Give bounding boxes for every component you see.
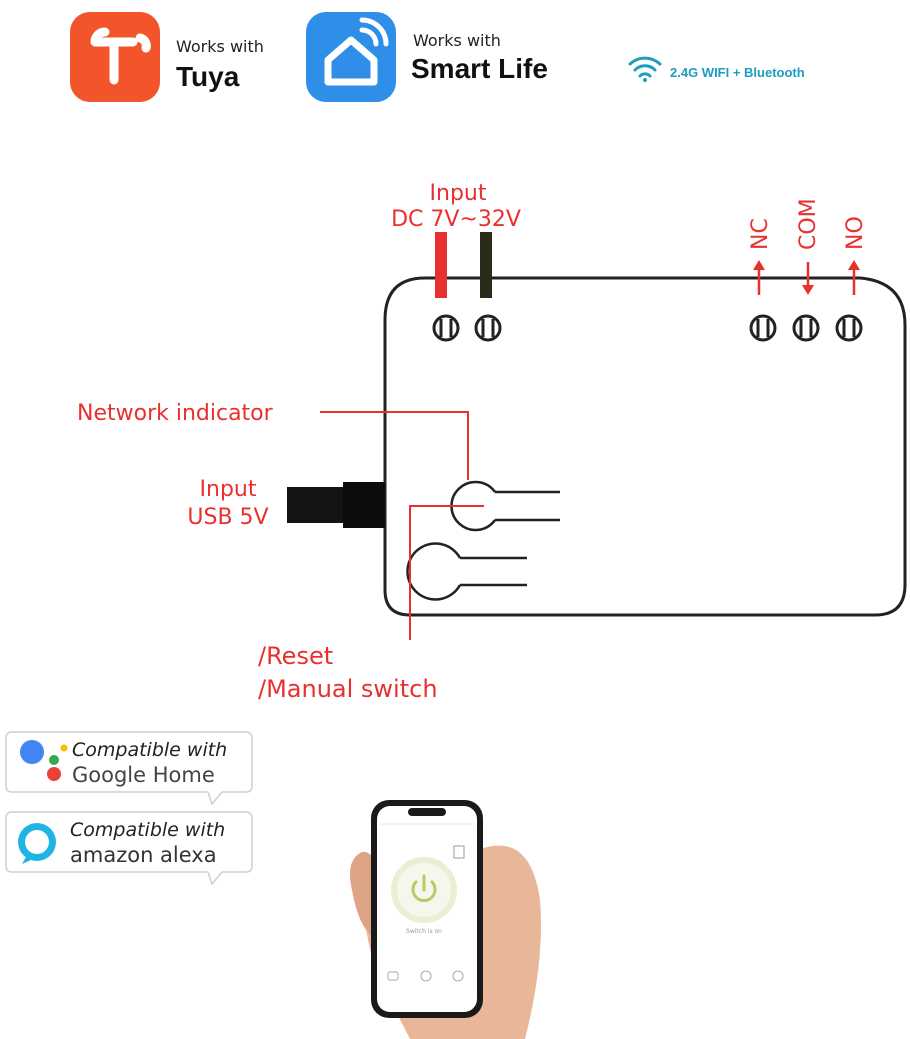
input-dc-voltage: DC 7V~32V — [391, 207, 521, 232]
arrow-down-icon — [802, 262, 814, 295]
smartlife-name: Smart Life — [411, 53, 548, 84]
alexa-name: amazon alexa — [70, 843, 217, 867]
reset-leader — [409, 505, 484, 640]
hand-holding-phone: Switch is on — [349, 800, 541, 1039]
smartlife-logo-icon — [306, 12, 396, 102]
input-usb-label: Input — [200, 477, 257, 502]
phone-notch — [408, 808, 446, 816]
arrow-up-icon — [848, 260, 860, 295]
terminal-screw-icon — [474, 314, 502, 342]
relay-arrows — [753, 260, 860, 295]
wifi-badge: 2.4G WIFI + Bluetooth — [628, 56, 805, 82]
red-wire — [435, 232, 447, 298]
switch-status: Switch is on — [406, 928, 442, 935]
manual-switch-label: /Manual switch — [258, 675, 438, 703]
google-home-name: Google Home — [72, 763, 215, 787]
arrow-up-icon — [753, 260, 765, 295]
device-diagram: Input DC 7V~32V NC COM NO Network indica… — [77, 181, 907, 703]
terminal-screw-icon — [749, 314, 777, 342]
wifi-icon — [628, 56, 662, 82]
reset-key-icon — [406, 542, 527, 601]
terminal-screw-icon — [792, 314, 820, 342]
alexa-icon — [18, 823, 56, 864]
terminal-screws — [432, 314, 863, 342]
usb-cable — [287, 487, 347, 523]
wifi-bluetooth-label: 2.4G WIFI + Bluetooth — [670, 65, 805, 80]
tuya-name: Tuya — [176, 61, 240, 92]
network-indicator-leader — [320, 411, 469, 480]
com-label: COM — [796, 198, 821, 250]
input-dc-label: Input — [430, 181, 487, 206]
alexa-badge: Compatible with amazon alexa — [5, 811, 253, 886]
google-home-badge: Compatible with Google Home — [5, 731, 253, 806]
google-assistant-icon — [20, 740, 68, 781]
nav-timer-icon[interactable] — [452, 970, 464, 982]
power-icon — [411, 874, 437, 902]
reset-label: /Reset — [258, 642, 333, 670]
terminal-screw-icon — [835, 314, 863, 342]
schedule-icon[interactable] — [453, 845, 465, 859]
smartlife-works-with: Works with — [413, 31, 501, 50]
alexa-compatible-with: Compatible with — [70, 819, 225, 841]
phone-bottom-nav — [387, 970, 464, 982]
smartlife-badge: Works with Smart Life — [306, 12, 548, 102]
no-label: NO — [843, 216, 868, 250]
tuya-badge: Works with Tuya — [70, 12, 264, 102]
tuya-works-with: Works with — [176, 37, 264, 56]
black-wire — [480, 232, 492, 298]
network-indicator-label: Network indicator — [77, 401, 274, 426]
nc-label: NC — [748, 218, 773, 250]
usb-plug — [343, 482, 385, 528]
nav-devices-icon[interactable] — [420, 970, 432, 982]
google-compatible-with: Compatible with — [72, 739, 227, 761]
device-body — [383, 276, 907, 617]
nav-home-icon[interactable] — [387, 971, 399, 981]
terminal-screw-icon — [432, 314, 460, 342]
input-usb-voltage: USB 5V — [187, 505, 268, 530]
